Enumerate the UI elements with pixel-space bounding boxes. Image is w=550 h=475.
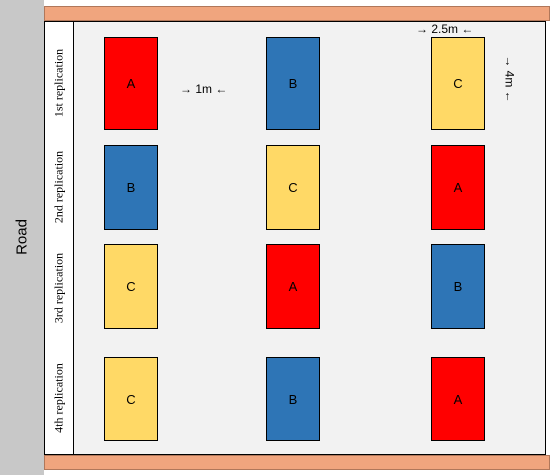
replication-label-4: 4th replication — [51, 363, 66, 433]
plot-r1-c2: B — [266, 37, 320, 130]
plot-r2-c3: A — [431, 145, 485, 230]
plot-r4-c3: A — [431, 357, 485, 441]
road-label: Road — [13, 219, 31, 255]
replication-label-1: 1st replication — [51, 48, 66, 118]
plot-r2-c2: C — [266, 145, 320, 230]
replication-column — [44, 21, 74, 455]
top-border-strip — [44, 6, 550, 21]
plot-width-label: → 2.5m ← — [416, 22, 474, 36]
replication-label-3: 3rd replication — [51, 252, 66, 324]
plot-r4-c1: C — [104, 357, 158, 441]
plot-r3-c3: B — [431, 244, 485, 329]
road — [0, 0, 44, 475]
plot-r3-c2: A — [266, 244, 320, 329]
bottom-border-strip — [44, 455, 550, 470]
plot-r2-c1: B — [104, 145, 158, 230]
plot-r3-c1: C — [104, 244, 158, 329]
plot-spacing-label: → 1m ← — [180, 82, 228, 96]
plot-r1-c1: A — [104, 37, 158, 130]
replication-label-2: 2nd replication — [51, 150, 66, 224]
plot-length-label: → 4m ← — [502, 55, 517, 103]
plot-r4-c2: B — [266, 357, 320, 441]
plot-r1-c3: C — [431, 37, 485, 130]
